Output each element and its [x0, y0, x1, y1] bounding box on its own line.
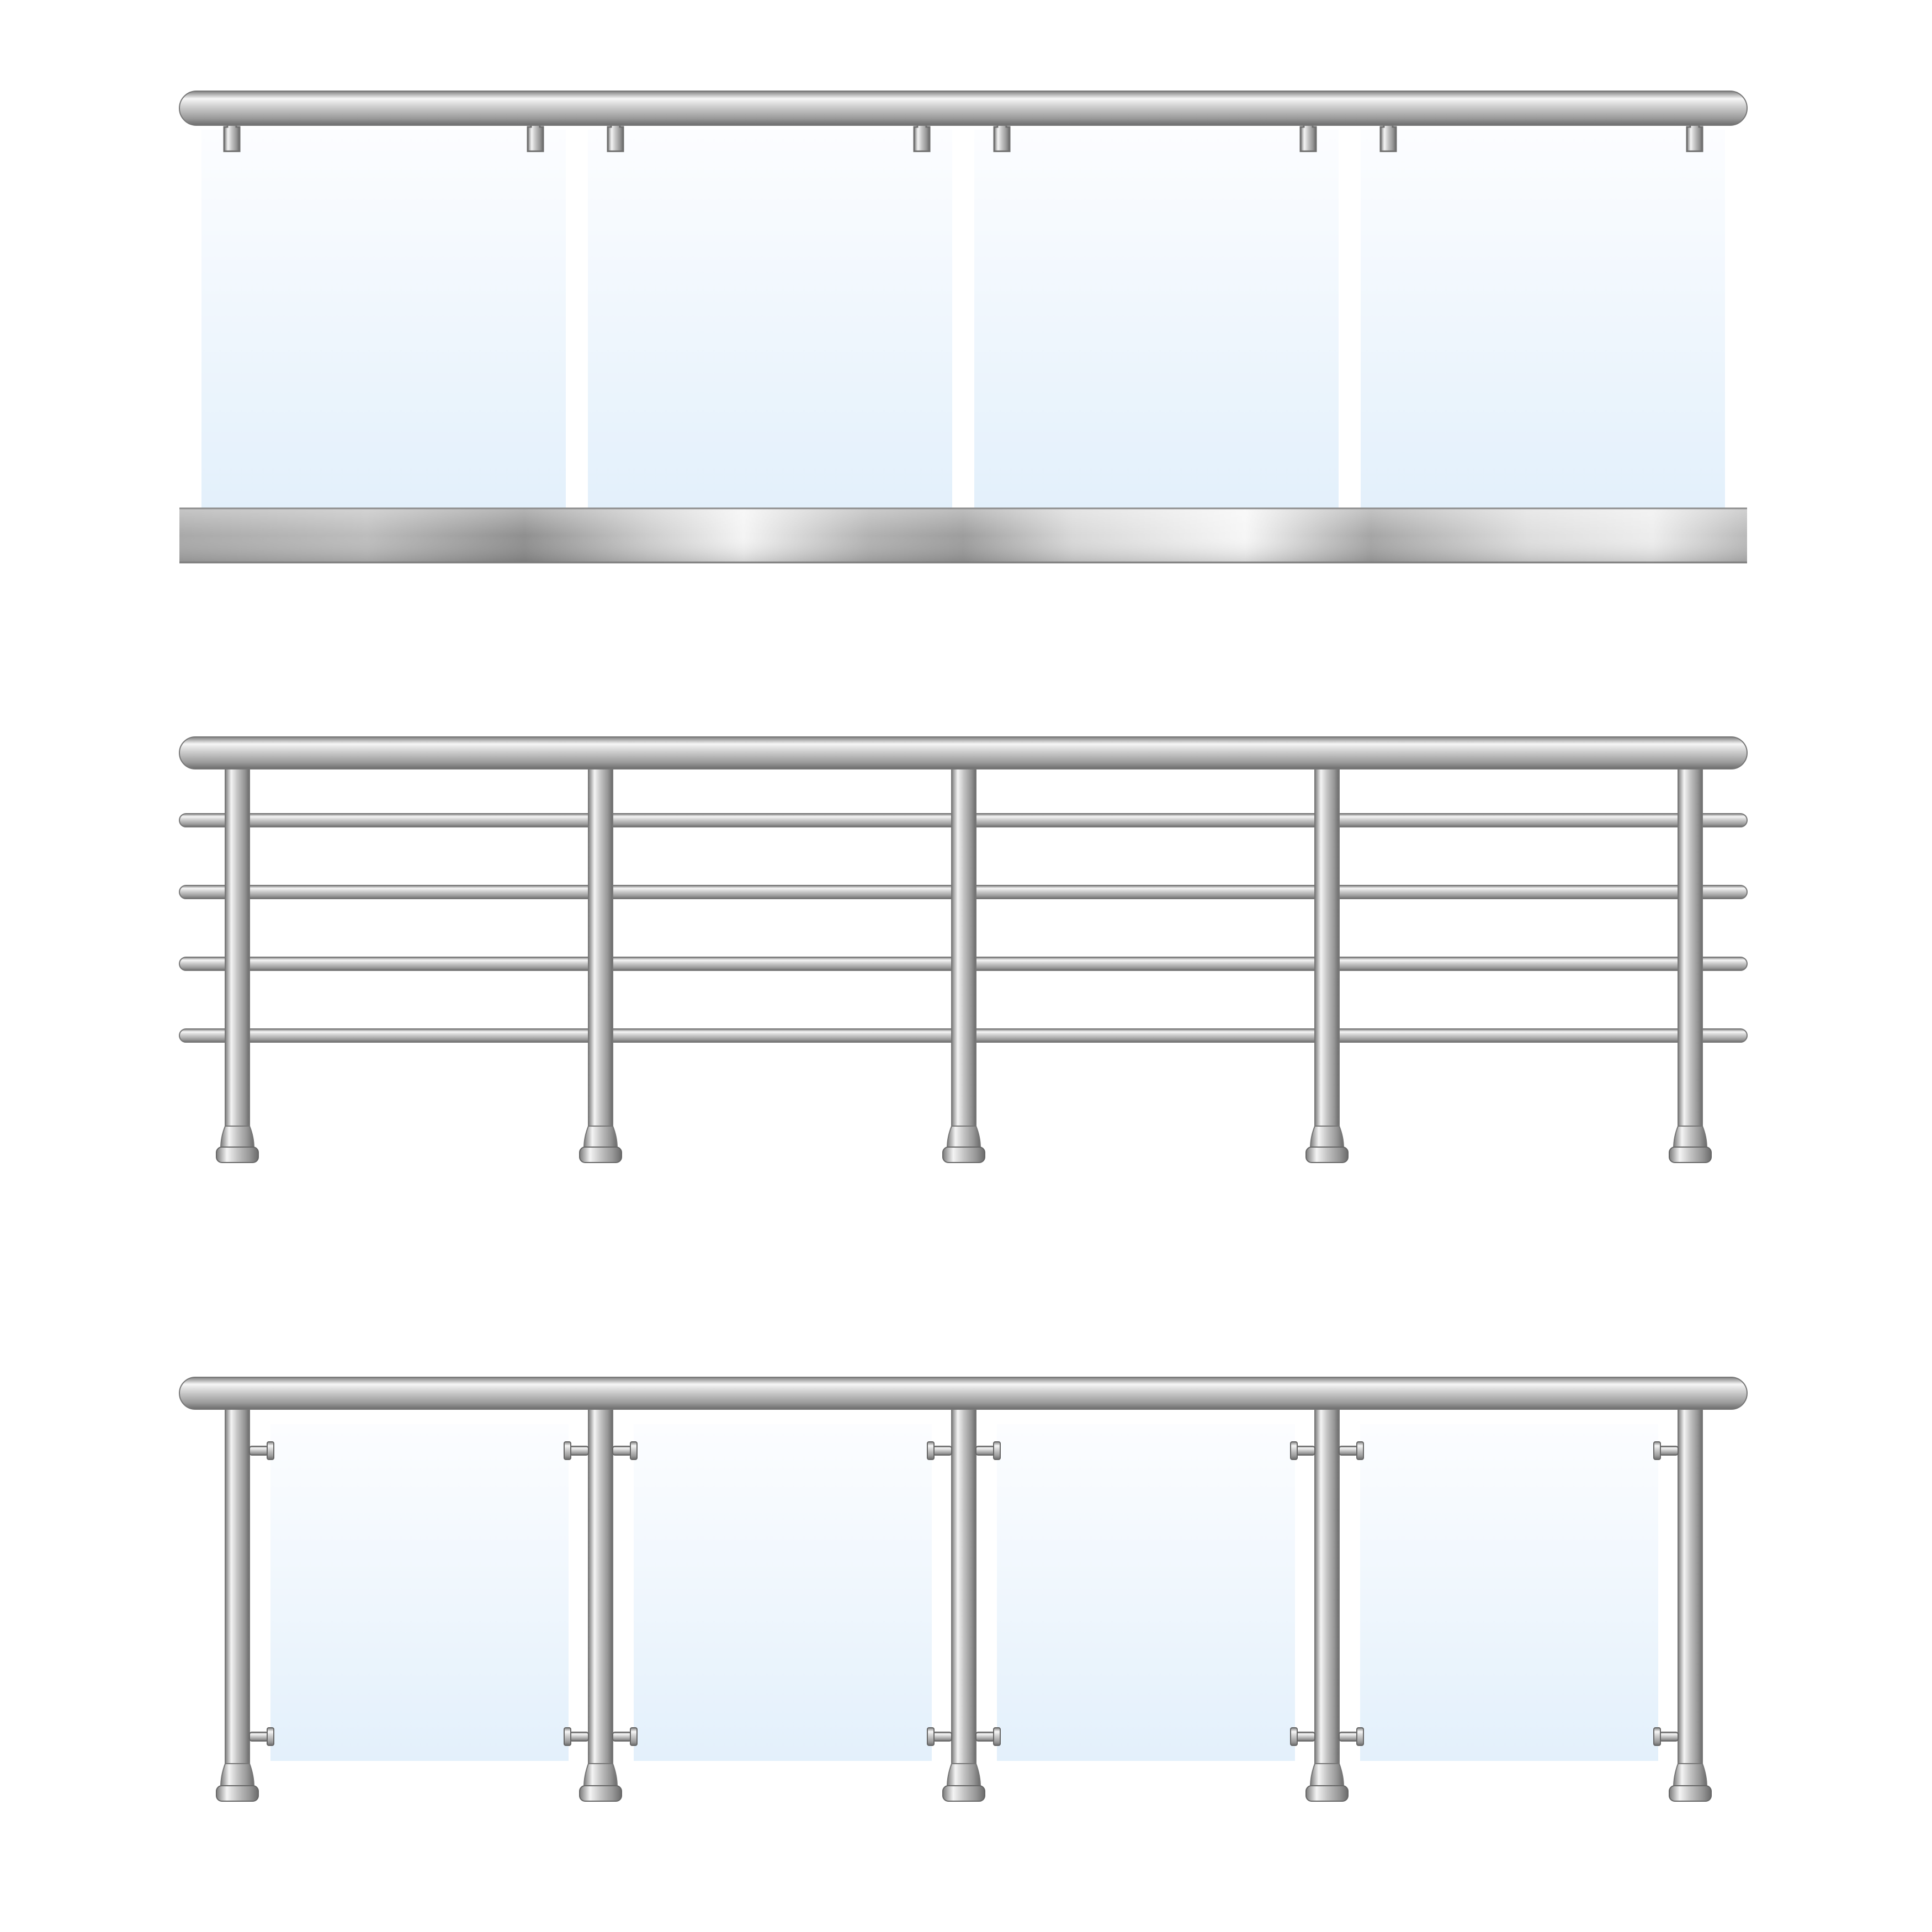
post [942, 764, 985, 1163]
post [1669, 764, 1712, 1163]
post [579, 764, 622, 1163]
multi-bar-railing [179, 736, 1748, 1163]
glass-panel [997, 1424, 1295, 1761]
glass-panel [974, 130, 1339, 508]
handrail [179, 1377, 1748, 1410]
post [216, 764, 259, 1163]
glass-panel [1360, 1424, 1658, 1761]
posts [216, 764, 1712, 1163]
post [1305, 1404, 1349, 1802]
post [1305, 764, 1349, 1163]
glass-panel [270, 1424, 569, 1761]
glass-panel [201, 130, 566, 508]
glass-panel [1361, 130, 1725, 508]
glass-panel [634, 1424, 932, 1761]
glass-panel-railing [179, 91, 1748, 564]
post [579, 1404, 622, 1802]
posts [216, 1404, 1712, 1802]
glass-panel [588, 130, 952, 508]
handrail [179, 736, 1748, 769]
glass-infill-post-railing [179, 1377, 1748, 1802]
post [942, 1404, 985, 1802]
glass-clamps [249, 1441, 1679, 1746]
post [216, 1404, 259, 1802]
handrail [179, 91, 1748, 126]
post [1669, 1404, 1712, 1802]
